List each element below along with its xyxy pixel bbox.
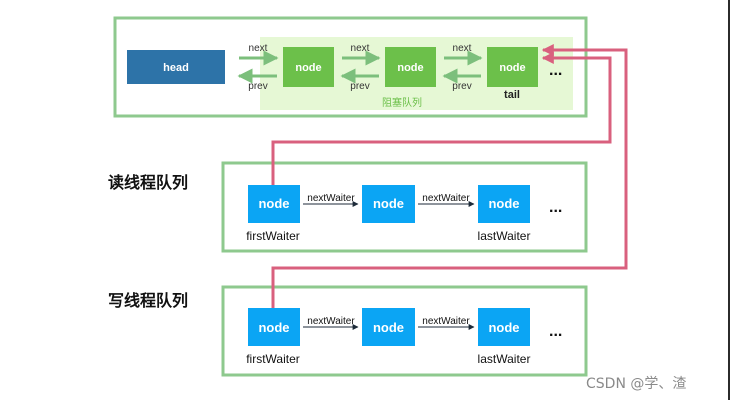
write-node-mid-label: node <box>373 320 404 335</box>
prev-label-2: prev <box>350 81 369 92</box>
write-node-last-label: node <box>488 320 519 335</box>
write-queue-title: 写线程队列 <box>108 291 188 310</box>
read-to-sync-transfer-line <box>271 52 612 185</box>
sync-ellipsis: ... <box>549 62 562 79</box>
write-node-mid <box>362 308 415 346</box>
next-label-2: next <box>351 43 370 54</box>
read-node-first <box>248 185 300 223</box>
sync-node-2 <box>385 47 436 87</box>
head-label: head <box>163 62 189 74</box>
right-edge-border <box>728 0 730 400</box>
tail-label: tail <box>504 89 520 101</box>
read-queue-title: 读线程队列 <box>108 173 188 192</box>
write-nextwaiter-label-1: nextWaiter <box>307 316 355 327</box>
sync-node-1-label: node <box>295 62 321 74</box>
read-node-mid <box>362 185 415 223</box>
read-node-first-label: node <box>258 196 289 211</box>
read-nextwaiter-label-1: nextWaiter <box>307 193 355 204</box>
next-label-1: next <box>249 43 268 54</box>
next-label-3: next <box>453 43 472 54</box>
read-first-waiter-label: firstWaiter <box>246 229 300 243</box>
prev-label-1: prev <box>248 81 267 92</box>
blocked-queue-label: 阻塞队列 <box>382 96 422 109</box>
read-ellipsis: ... <box>549 199 562 216</box>
sync-node-3-label: node <box>499 62 525 74</box>
write-last-waiter-label: lastWaiter <box>478 352 531 366</box>
write-first-waiter-label: firstWaiter <box>246 352 300 366</box>
sync-node-3 <box>487 47 538 87</box>
read-nextwaiter-label-2: nextWaiter <box>422 193 470 204</box>
write-node-first <box>248 308 300 346</box>
read-last-waiter-label: lastWaiter <box>478 229 531 243</box>
write-ellipsis: ... <box>549 323 562 340</box>
read-node-last <box>478 185 530 223</box>
write-node-last <box>478 308 530 346</box>
write-nextwaiter-label-2: nextWaiter <box>422 316 470 327</box>
prev-label-3: prev <box>452 81 471 92</box>
watermark: CSDN @学、渣 <box>586 376 687 392</box>
write-node-first-label: node <box>258 320 289 335</box>
sync-node-1 <box>283 47 334 87</box>
read-node-mid-label: node <box>373 196 404 211</box>
write-to-sync-transfer-line <box>271 44 628 308</box>
read-node-last-label: node <box>488 196 519 211</box>
sync-node-2-label: node <box>397 62 423 74</box>
head-node <box>127 50 225 84</box>
